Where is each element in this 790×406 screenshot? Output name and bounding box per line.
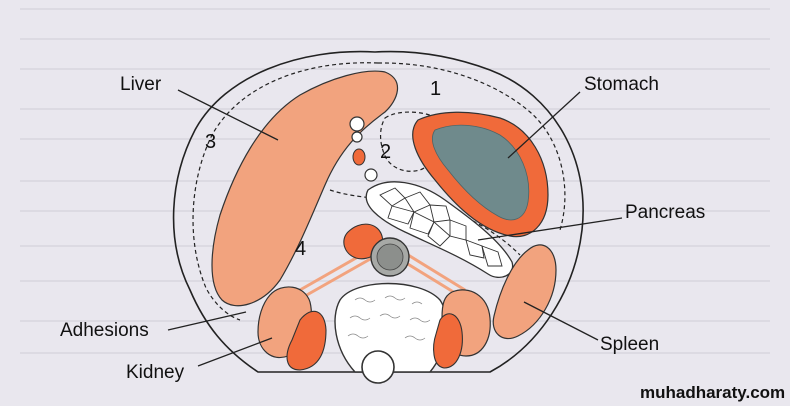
liver-label: Liver: [120, 74, 162, 95]
pancreas-organ: [365, 181, 514, 278]
stomach-mucosa: [431, 124, 530, 221]
right-psoas: [433, 313, 463, 369]
stomach-label: Stomach: [584, 74, 659, 95]
portal-vessel: [364, 168, 378, 182]
bile-duct: [352, 148, 366, 166]
peritoneum-dashed-outline: [192, 62, 566, 321]
stomach-leader: [507, 91, 581, 159]
watermark: muhadharaty.com: [640, 383, 785, 402]
pancreas-leader: [477, 217, 623, 241]
spleen-label: Spleen: [600, 334, 659, 355]
adhesions-label: Adhesions: [60, 320, 149, 341]
space-number-3: 3: [205, 131, 216, 153]
spleen-organ: [492, 244, 557, 340]
aorta-lumen: [376, 243, 404, 271]
spleen-leader: [523, 301, 599, 341]
liver-organ: [211, 70, 398, 307]
kidney-leader: [197, 337, 273, 367]
left-psoas: [286, 310, 327, 371]
space-number-2: 2: [380, 141, 391, 163]
adhesions-leader: [167, 311, 247, 331]
vessel-circle-1: [349, 116, 365, 132]
lesser-sac-dashed-outline: [380, 111, 443, 172]
right-renal-vein: [397, 248, 466, 298]
space-number-1: 1: [430, 78, 441, 100]
pancreas-label: Pancreas: [625, 202, 705, 223]
vessel-circle-2: [351, 131, 363, 143]
kidney-label: Kidney: [126, 362, 185, 383]
vertebra-texture: [347, 295, 431, 341]
liver-leader: [177, 89, 279, 141]
spinal-canal: [361, 350, 395, 384]
pancreas-lobules: [379, 187, 503, 267]
space-number-4: 4: [295, 238, 306, 260]
